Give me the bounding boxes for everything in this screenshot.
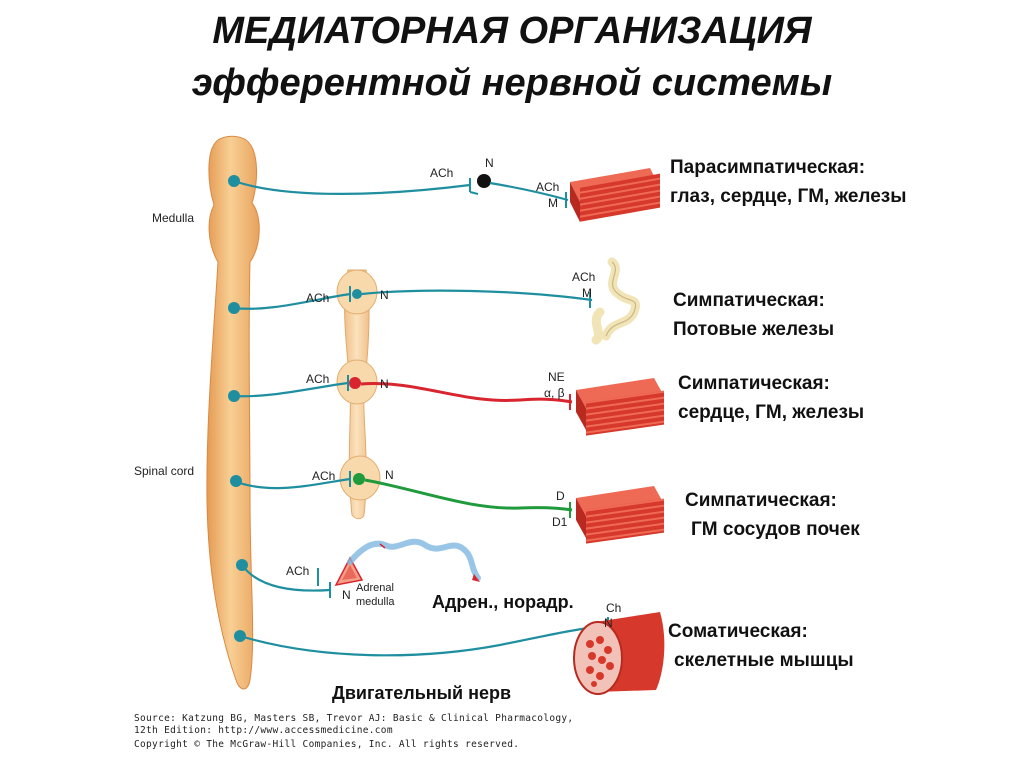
parasym-preganglionic bbox=[233, 179, 471, 195]
sym3-description: Симпатическая: ГМ сосудов почек bbox=[685, 487, 860, 544]
effector-smooth-muscle-2 bbox=[576, 378, 664, 436]
page-subtitle: эфферентной нервной системы bbox=[191, 62, 833, 104]
somatic-targets: скелетные мышцы bbox=[674, 649, 854, 671]
sym2-ganglion-receptor: N bbox=[380, 377, 389, 391]
parasym-ganglion-receptor: N bbox=[485, 156, 494, 170]
sym3-postganglionic bbox=[364, 478, 573, 512]
effector-smooth-muscle-1 bbox=[570, 168, 660, 222]
spinal-cord bbox=[206, 135, 260, 690]
sym2-postganglionic bbox=[360, 382, 573, 404]
sym3-ganglion-transmitter: ACh bbox=[312, 469, 336, 483]
motor-nerve-label: Двигательный нерв bbox=[332, 683, 512, 703]
sym3-preganglionic bbox=[233, 477, 351, 490]
effector-smooth-muscle-3 bbox=[576, 486, 664, 544]
spinal-cord-label: Spinal cord bbox=[134, 464, 195, 478]
sym2-heading: Симпатическая: bbox=[678, 373, 830, 394]
adrenal-release-wave bbox=[347, 538, 481, 581]
medulla-label: Medulla bbox=[152, 211, 195, 225]
adrenal-receptor: N bbox=[342, 588, 351, 602]
effector-sweat-gland bbox=[591, 257, 640, 345]
sym2-description: Симпатическая: сердце, ГМ, железы bbox=[678, 370, 864, 427]
sym2-preganglionic bbox=[233, 381, 349, 398]
adrenal-preganglionic bbox=[241, 564, 331, 592]
somatic-heading: Соматическая: bbox=[668, 621, 808, 642]
sym1-effector-transmitter: ACh bbox=[572, 270, 596, 284]
sym1-targets: Потовые железы bbox=[673, 318, 835, 340]
parasym-postganglionic bbox=[489, 181, 569, 202]
sym2-effector-receptor: α, β bbox=[544, 386, 565, 400]
sym3-targets: ГМ сосудов почек bbox=[691, 518, 860, 540]
sym1-effector-receptor: M bbox=[582, 286, 592, 300]
parasym-heading: Парасимпатическая: bbox=[670, 157, 866, 178]
source-line-2: 12th Edition: http://www.accessmedicine.… bbox=[134, 725, 393, 736]
parasym-effector-receptor: M bbox=[548, 196, 558, 210]
sym1-ganglion-receptor: N bbox=[380, 288, 389, 302]
parasym-effector-transmitter: ACh bbox=[536, 180, 560, 194]
somatic-effector-transmitter: Ch bbox=[606, 601, 622, 615]
sym2-effector-transmitter: NE bbox=[548, 370, 565, 384]
page-title: МЕДИАТОРНАЯ ОРГАНИЗАЦИЯ bbox=[212, 10, 812, 52]
adrenal-organ-label-2: medulla bbox=[356, 596, 395, 608]
effector-skeletal-muscle bbox=[573, 612, 665, 695]
somatic-description: Соматическая: скелетные мышцы bbox=[668, 618, 854, 675]
sym3-heading: Симпатическая: bbox=[685, 490, 837, 511]
sym1-description: Симпатическая: Потовые железы bbox=[673, 287, 834, 344]
sym1-ganglion-transmitter: ACh bbox=[306, 291, 330, 305]
sym3-effector-receptor-d: D bbox=[556, 489, 565, 503]
sym2-ganglion-transmitter: ACh bbox=[306, 372, 330, 386]
sym1-postganglionic bbox=[361, 289, 593, 302]
somatic-effector-receptor: N bbox=[604, 616, 613, 630]
source-line-3: Copyright © The McGraw-Hill Companies, I… bbox=[134, 739, 520, 750]
sym2-targets: сердце, ГМ, железы bbox=[678, 401, 865, 423]
adrenal-organ-label-1: Adrenal bbox=[356, 582, 394, 594]
sym3-ganglion-receptor: N bbox=[385, 468, 394, 482]
parasym-description: Парасимпатическая: глаз, сердце, ГМ, жел… bbox=[670, 154, 906, 211]
sym1-preganglionic bbox=[233, 292, 351, 310]
parasym-ganglion-transmitter: ACh bbox=[430, 166, 454, 180]
sym1-heading: Симпатическая: bbox=[673, 290, 825, 311]
adrenal-release-label: Адрен., норадр. bbox=[432, 592, 574, 612]
parasym-ganglion-cell bbox=[477, 174, 491, 188]
source-line-1: Source: Katzung BG, Masters SB, Trevor A… bbox=[134, 713, 574, 724]
parasym-targets: глаз, сердце, ГМ, железы bbox=[670, 185, 907, 207]
sym3-effector-receptor-d1: D1 bbox=[552, 515, 568, 529]
somatic-motor-nerve bbox=[239, 623, 611, 657]
adrenal-transmitter: ACh bbox=[286, 564, 310, 578]
